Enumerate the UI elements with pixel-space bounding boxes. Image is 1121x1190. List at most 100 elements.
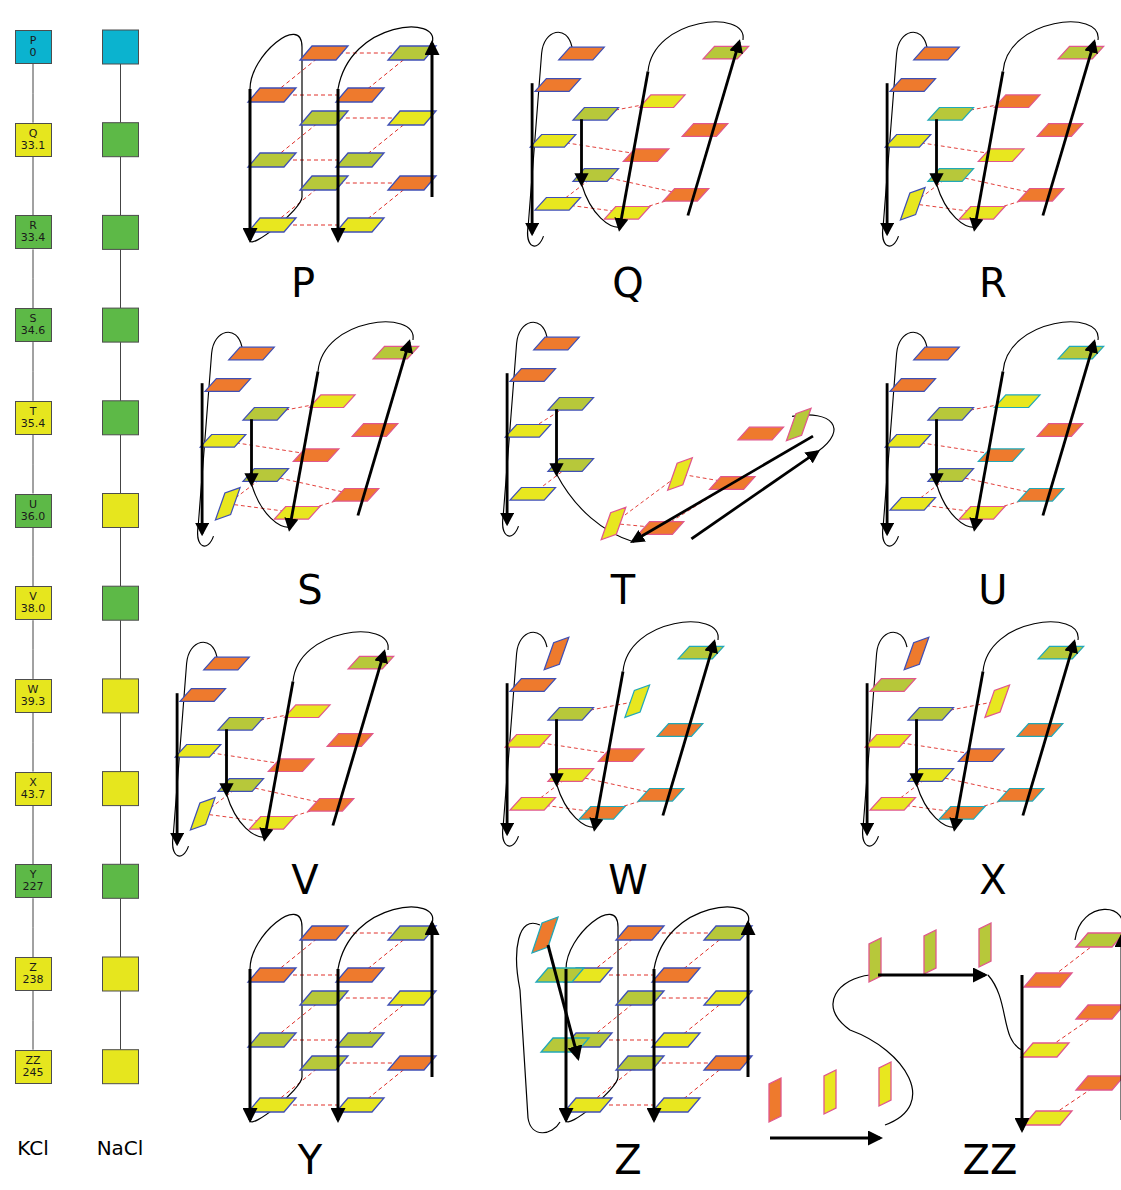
square-text: 43.7 [21,789,46,801]
strand-arrow [431,923,434,1077]
plane-tile [978,149,1024,162]
strand-arrow [653,969,656,1120]
loop-line [250,914,302,969]
plane-tile [544,637,569,669]
strand-arrow [1043,342,1094,516]
strand-arrow [580,119,583,184]
plane-tile [559,47,605,60]
strand-arrow [337,89,340,240]
kcl-square: ZZ245 [15,1050,52,1084]
strand-arrow [915,719,918,784]
plane-tile [300,176,348,190]
panel-letter: T [611,570,635,610]
plane-tile [505,735,551,748]
nacl-link [120,806,121,865]
plane-tile [890,79,936,92]
square-text: 36.0 [21,511,46,523]
plane-tile [657,724,703,737]
nacl-link [120,620,121,679]
plane-tile [908,708,954,721]
plane-tile [939,807,985,820]
plane-tile [388,991,436,1005]
loop-line [566,914,618,969]
plane-tile [928,469,974,482]
nacl-square [103,308,139,342]
square-text: Y [30,869,37,881]
strand-arrow [886,83,889,233]
plane-tile [616,1056,664,1070]
plane-tile [865,735,911,748]
plane-tile [959,507,1005,520]
strand-arrow [555,719,558,784]
plane-tile [336,968,384,982]
square-text: U [29,499,37,511]
column-heading: KCl [17,1138,49,1158]
strand-arrow [249,969,252,1120]
plane-tile [928,408,974,421]
strand-arrow [565,969,568,1120]
plane-tile [274,507,320,520]
plane-tile [682,124,728,137]
plane-tile [564,1098,612,1112]
quadruplex-figure [248,907,436,1122]
plane-tile [914,47,960,60]
strand-arrow [290,372,319,530]
strand-arrow [250,419,253,484]
plane-tile [388,1056,436,1070]
square-text: Z [29,962,37,974]
plane-tile [890,498,936,511]
plane-tile [1021,1043,1069,1057]
plane-tile [175,745,221,758]
plane-tile [510,679,556,692]
square-text: 245 [23,1067,44,1079]
series-link [33,157,34,216]
nacl-square [103,957,139,991]
strand-arrow [633,436,814,541]
strand-arrow [431,43,434,197]
strand-arrow [975,372,1004,530]
plane-tile [190,798,215,830]
plane-tile [336,153,384,167]
nacl-square [103,30,139,64]
plane-tile [204,657,250,670]
panel-letter: ZZ [963,1140,1018,1180]
square-text: 0 [30,47,37,59]
plane-tile [336,1033,384,1047]
plane-tile [623,149,669,162]
plane-tile [1038,646,1084,659]
plane-tile [293,449,339,462]
nacl-square [103,864,139,898]
plane-tile [1017,724,1063,737]
plane-tile [300,46,348,60]
plane-tile [548,708,594,721]
quadruplex-figure [883,322,1104,546]
strand-arrow [620,72,649,230]
plane-tile [388,176,436,190]
strand-arrow [770,1137,880,1140]
plane-tile [548,459,594,472]
plane-tile [924,930,936,974]
plane-tile [248,1098,296,1112]
panel-letter: X [979,860,1006,900]
strand-arrow [249,89,252,240]
plane-tile [870,679,916,692]
strand-arrow [337,969,340,1120]
plane-tile [738,427,784,440]
plane-tile [327,734,373,747]
nacl-square [103,772,139,806]
plane-tile [703,46,749,59]
loop-line [937,484,977,527]
panel-letter: S [297,570,322,610]
kcl-square: S34.6 [15,308,52,342]
plane-tile [336,1098,384,1112]
series-link [33,898,34,957]
plane-tile [300,991,348,1005]
plane-tile [300,926,348,940]
plane-tile [573,108,619,121]
plane-tile [663,189,709,202]
plane-tile [308,799,354,812]
plane-tile [548,398,594,411]
nacl-square [103,679,139,713]
strand-arrow [201,383,204,533]
plane-tile [1076,1076,1121,1090]
